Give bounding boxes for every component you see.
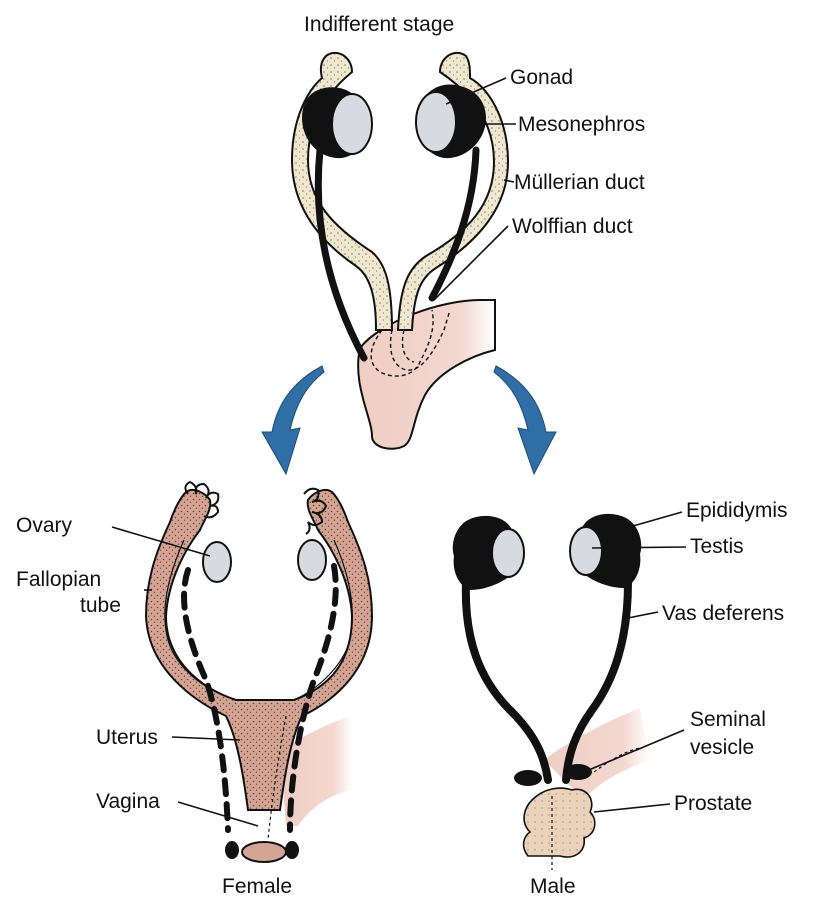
- label-seminal-vesicle-line2: vesicle: [690, 736, 754, 759]
- dashed-internal-duct: [389, 309, 451, 371]
- label-prostate: Prostate: [674, 792, 752, 815]
- indifferent-leader-lines: [433, 77, 516, 301]
- vas-deferens-right: [562, 578, 632, 784]
- label-seminal-vesicle-line1: Seminal: [690, 708, 766, 731]
- label-indifferent-stage: Indifferent stage: [304, 13, 454, 36]
- label-mullerian-duct: Müllerian duct: [514, 171, 645, 194]
- prostate-gland: [522, 787, 596, 858]
- remnant-end-left: [225, 841, 239, 859]
- testis-right: [569, 526, 603, 576]
- female-tract: [144, 488, 374, 811]
- wolffian-duct-right: [428, 146, 480, 302]
- label-fallopian-tube-line1: Fallopian: [16, 568, 101, 591]
- vas-deferens-left: [461, 578, 552, 784]
- dashed-internal-duct: [370, 309, 434, 377]
- indifferent-stage-figure: [290, 51, 510, 450]
- label-uterus: Uterus: [96, 726, 158, 749]
- male-skin-edge: [593, 747, 641, 773]
- fallopian-lumen: [293, 539, 353, 701]
- wolffian-remnant-right: [287, 563, 339, 833]
- seminal-vesicle-right: [564, 764, 592, 780]
- label-ovary: Ovary: [16, 514, 73, 537]
- gonad-right: [415, 91, 457, 153]
- fimbriae-right: [303, 487, 328, 535]
- wolffian-duct-left: [314, 146, 368, 362]
- curved-arrow-down-left-icon: [261, 365, 325, 476]
- female-leader-lines: [111, 526, 259, 827]
- label-epididymis: Epididymis: [686, 499, 788, 522]
- male-skin: [544, 708, 650, 800]
- label-wolffian-duct: Wolffian duct: [512, 215, 633, 238]
- label-testis: Testis: [690, 535, 744, 558]
- gonad-left: [331, 93, 373, 155]
- female-figure: [144, 480, 374, 863]
- seminal-vesicle-left: [514, 770, 542, 786]
- label-male: Male: [530, 875, 576, 898]
- ovary-left: [202, 541, 232, 583]
- male-leader-lines: [583, 511, 687, 813]
- dashed-internal-duct: [401, 329, 415, 363]
- label-gonad: Gonad: [510, 66, 573, 89]
- testis-left: [491, 528, 525, 578]
- labels: Indifferent stage Gonad Mesonephros Müll…: [16, 13, 788, 898]
- fimbriae-left: [184, 480, 220, 519]
- ovary-right: [297, 539, 327, 581]
- label-mesonephros: Mesonephros: [518, 113, 645, 136]
- curved-arrow-down-right-icon: [493, 365, 557, 476]
- male-figure: [452, 513, 650, 870]
- urogenital-sinus: [357, 299, 496, 450]
- label-vagina: Vagina: [96, 790, 160, 813]
- label-female: Female: [222, 875, 292, 898]
- vaginal-midline: [267, 715, 287, 841]
- remnant-end-right: [285, 841, 299, 859]
- label-fallopian-tube-line2: tube: [80, 594, 121, 617]
- wolffian-remnant-left: [181, 567, 231, 833]
- label-vas-deferens: Vas deferens: [662, 602, 784, 625]
- vaginal-opening: [241, 841, 287, 863]
